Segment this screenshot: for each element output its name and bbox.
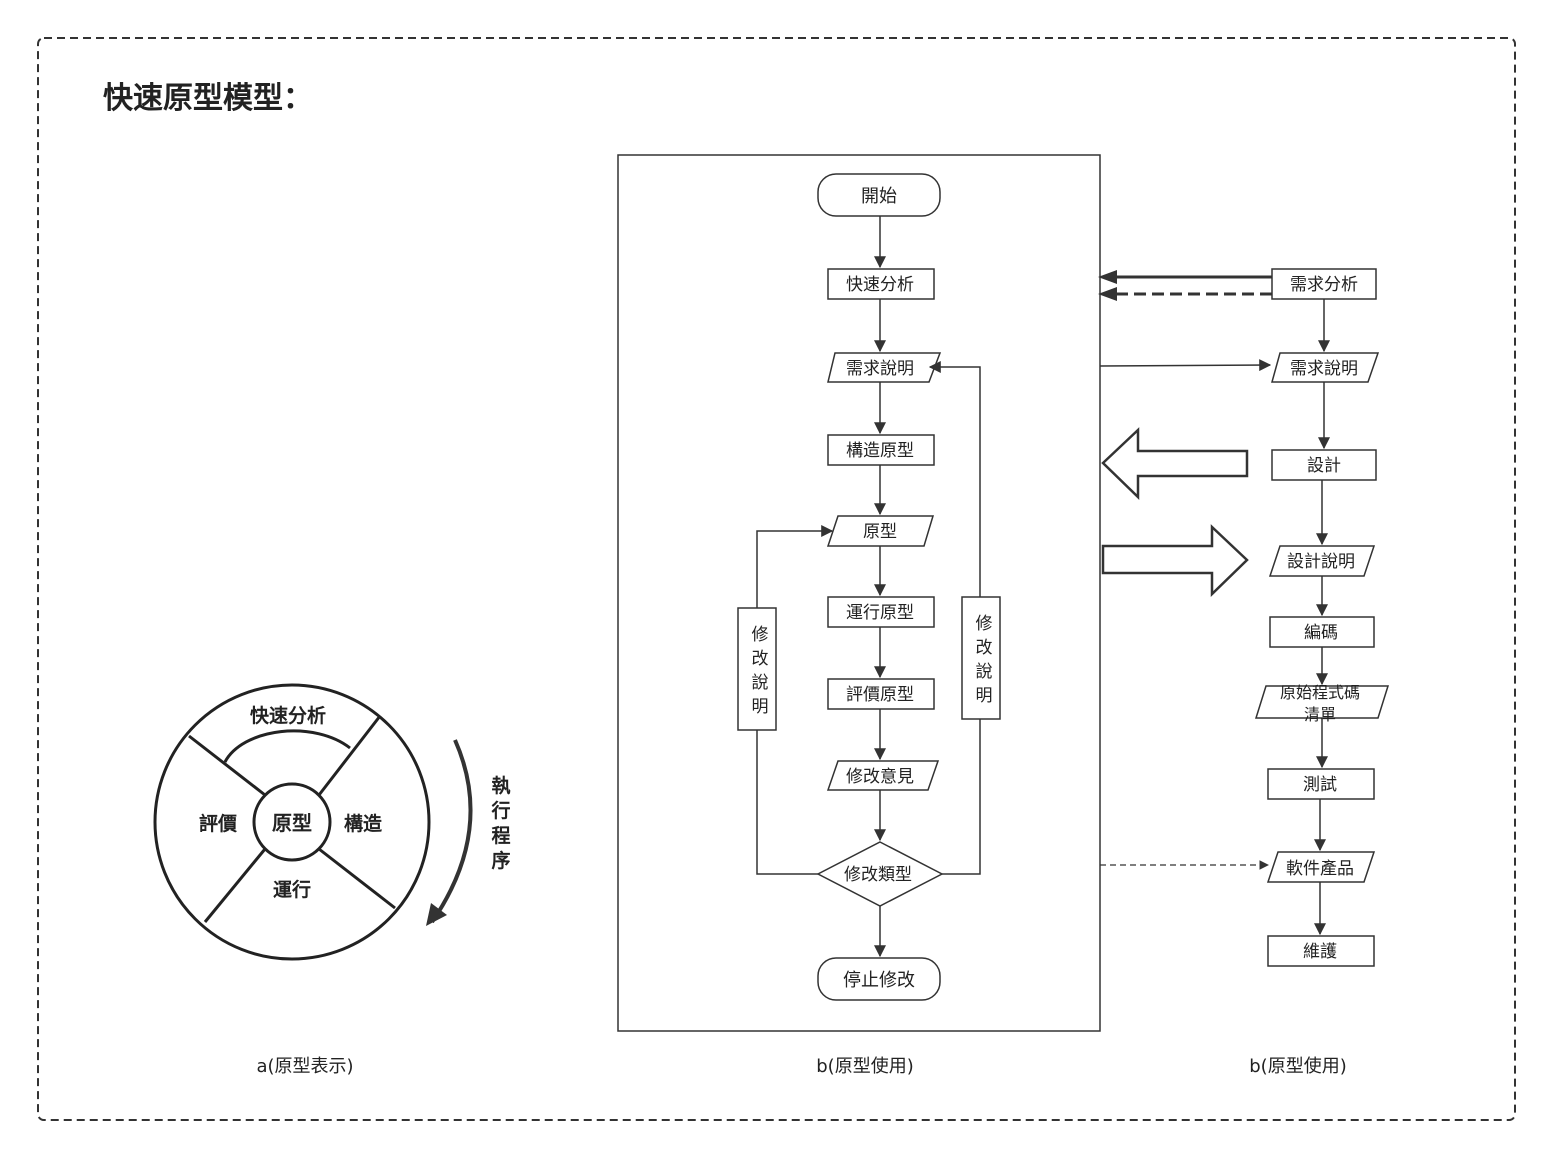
- svg-text:快速分析: 快速分析: [846, 275, 914, 295]
- dev-requirement-analysis: [1271, 268, 1377, 300]
- left-loop-label: 修 改 說 明: [752, 625, 769, 717]
- svg-text:序: 序: [491, 849, 510, 872]
- dev-design: [1271, 449, 1377, 481]
- wheel-left-label: 評價: [199, 812, 238, 835]
- wheel-bottom-label: 運行: [273, 878, 311, 901]
- direction-arrow-head: [426, 903, 447, 926]
- svg-text:執: 執: [491, 774, 510, 797]
- svg-text:構造原型: 構造原型: [846, 441, 914, 461]
- svg-text:改: 改: [976, 638, 993, 658]
- wheel-right-label: 構造: [344, 812, 383, 835]
- wheel-caption: a(原型表示): [256, 1056, 353, 1077]
- svg-text:修: 修: [976, 614, 993, 634]
- right-loop-label: 修 改 說 明: [976, 614, 993, 706]
- svg-text:說: 說: [976, 662, 993, 682]
- svg-text:開始: 開始: [861, 186, 897, 207]
- svg-text:設計: 設計: [1307, 456, 1341, 476]
- svg-text:停止修改: 停止修改: [843, 970, 915, 991]
- dev-source-code-list: [1254, 685, 1390, 719]
- dev-software-product: [1266, 851, 1376, 883]
- svg-text:說: 說: [752, 673, 769, 693]
- svg-text:明: 明: [752, 697, 769, 717]
- prototype-flow-caption: b(原型使用): [816, 1056, 913, 1077]
- wheel-top-label: 快速分析: [250, 704, 326, 727]
- svg-text:原始程式碼: 原始程式碼: [1280, 683, 1360, 702]
- flow-modify-opinion: [826, 760, 940, 791]
- flow-run-prototype: [827, 596, 935, 628]
- left-loop-label-box: [737, 607, 777, 731]
- wheel-center-label: 原型: [272, 811, 312, 835]
- svg-text:需求分析: 需求分析: [1290, 275, 1358, 295]
- svg-text:編碼: 編碼: [1304, 623, 1338, 643]
- dev-maintenance: [1267, 935, 1375, 967]
- svg-text:軟件產品: 軟件產品: [1286, 859, 1354, 879]
- flow-build-prototype: [827, 434, 935, 466]
- svg-text:修: 修: [752, 625, 769, 645]
- flow-quick-analysis: [827, 268, 935, 300]
- connector-arrowhead-upper: [1098, 270, 1117, 284]
- svg-text:清單: 清單: [1304, 705, 1336, 724]
- svg-text:改: 改: [752, 649, 769, 669]
- svg-text:評價原型: 評價原型: [846, 685, 914, 705]
- prototype-flow-frame: [617, 154, 1101, 1032]
- big-arrow-left: [1101, 427, 1249, 500]
- right-loop-label-box: [961, 596, 1001, 720]
- dev-testing: [1267, 768, 1375, 800]
- direction-arrow: [430, 739, 473, 924]
- big-arrow-right: [1101, 524, 1249, 597]
- svg-text:維護: 維護: [1303, 942, 1337, 962]
- svg-text:原型: 原型: [863, 522, 897, 542]
- prototype-wheel: 原型 快速分析 構造 運行 評價: [153, 683, 431, 961]
- flow-arrows: [756, 216, 981, 958]
- svg-text:需求說明: 需求說明: [1290, 359, 1358, 379]
- svg-text:設計說明: 設計說明: [1287, 552, 1355, 572]
- flow-evaluate-prototype: [827, 678, 935, 710]
- connector-arrowhead-lower: [1098, 287, 1117, 301]
- dev-design-spec: [1268, 545, 1376, 577]
- flow-requirement-spec: [827, 352, 942, 383]
- svg-text:運行原型: 運行原型: [846, 603, 914, 623]
- direction-label: 執 行 程 序: [490, 774, 510, 872]
- svg-text:測試: 測試: [1303, 775, 1337, 795]
- dev-requirement-spec: [1271, 352, 1380, 383]
- svg-text:修改類型: 修改類型: [844, 865, 912, 885]
- svg-text:明: 明: [976, 686, 993, 706]
- flow-stop-modify: [817, 957, 941, 1001]
- svg-text:需求說明: 需求說明: [846, 359, 914, 379]
- svg-text:修改意見: 修改意見: [846, 767, 914, 787]
- outer-frame: [37, 37, 1516, 1121]
- page-title: 快速原型模型：: [103, 81, 313, 116]
- panel-connectors: [1099, 275, 1272, 870]
- svg-text:程: 程: [491, 825, 510, 847]
- flow-start: [817, 173, 941, 217]
- dev-flow-caption: b(原型使用): [1249, 1056, 1346, 1077]
- svg-text:行: 行: [490, 799, 510, 822]
- dev-arrows: [1314, 299, 1330, 936]
